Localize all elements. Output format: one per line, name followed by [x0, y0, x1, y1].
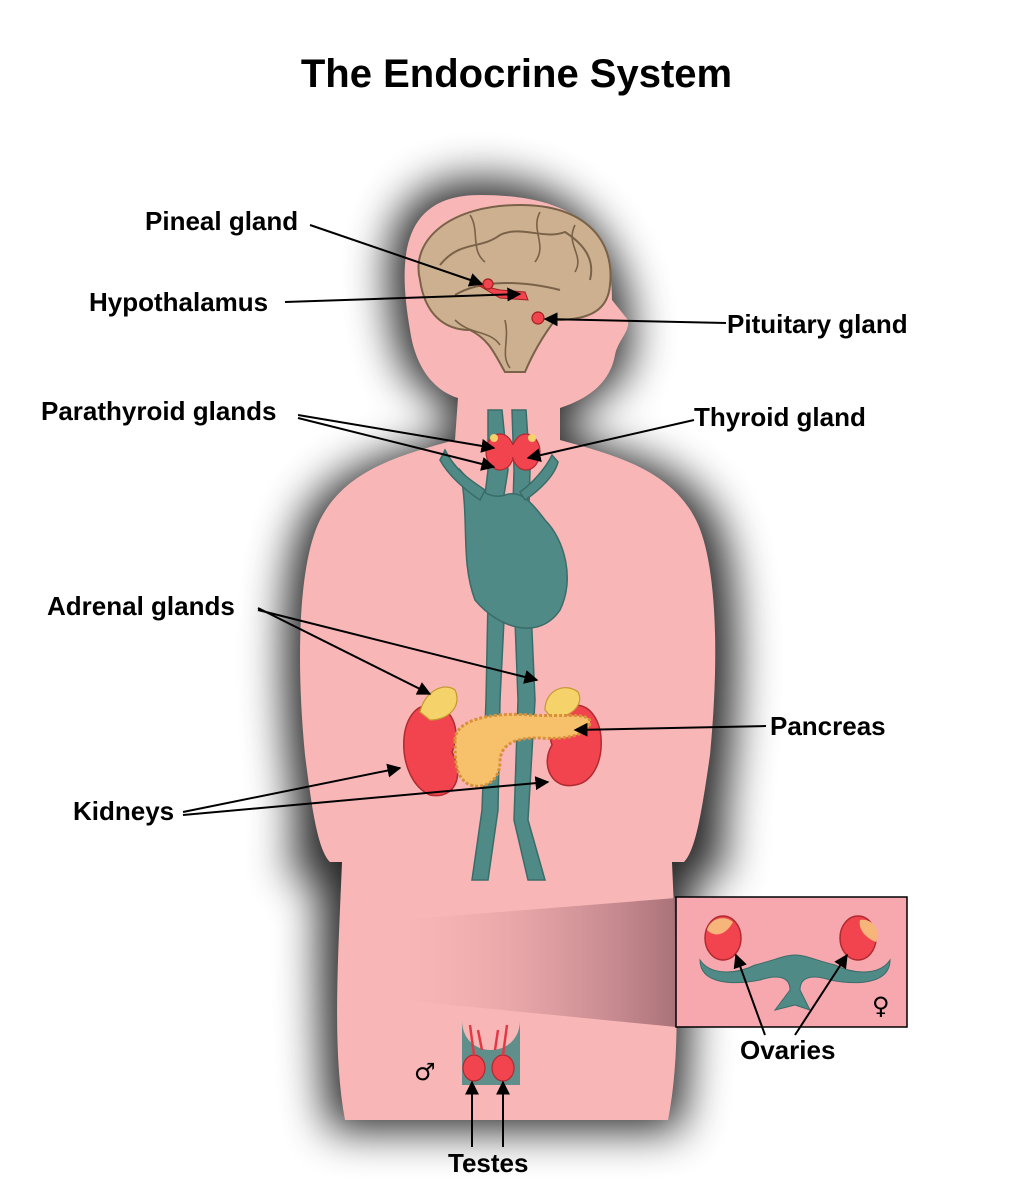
label-thyroid-gland: Thyroid gland [694, 402, 866, 432]
male-symbol: ♂ [414, 1058, 436, 1086]
leader-kidneys-1 [182, 763, 402, 813]
blood-vessels [439, 409, 568, 881]
leader-ovaries-1 [733, 953, 766, 1036]
leader-pineal [309, 224, 484, 287]
label-pancreas: Pancreas [770, 711, 886, 741]
leader-pituitary [543, 312, 727, 327]
leader-parathyroid-2 [297, 417, 496, 471]
leader-adrenal-1 [257, 607, 432, 695]
leader-pancreas [573, 722, 767, 737]
leader-parathyroid-1 [297, 414, 496, 453]
leader-thyroid [526, 419, 695, 463]
label-testes: Testes [448, 1148, 529, 1178]
label-ovaries: Ovaries [740, 1035, 836, 1065]
leader-hypothalamus [284, 287, 522, 303]
ovaries-inset [675, 896, 908, 1028]
body-silhouette [300, 195, 716, 1120]
label-pituitary-gland: Pituitary gland [727, 309, 908, 339]
diagram-title: The Endocrine System [300, 52, 733, 96]
label-adrenal-glands: Adrenal glands [47, 591, 235, 621]
label-kidneys: Kidneys [73, 796, 175, 826]
leader-lines [182, 224, 848, 1147]
label-parathyroid-glands: Parathyroid glands [41, 396, 277, 426]
leader-kidneys-2 [182, 776, 550, 816]
label-pineal-gland: Pineal gland [145, 206, 299, 236]
zoom-projection [400, 898, 676, 1027]
leader-adrenal-2 [257, 609, 539, 684]
testes [462, 1020, 520, 1085]
label-hypothalamus: Hypothalamus [89, 287, 269, 317]
leader-ovaries-2 [794, 953, 848, 1036]
female-symbol: ♀ [872, 992, 890, 1020]
pancreas [453, 712, 592, 788]
